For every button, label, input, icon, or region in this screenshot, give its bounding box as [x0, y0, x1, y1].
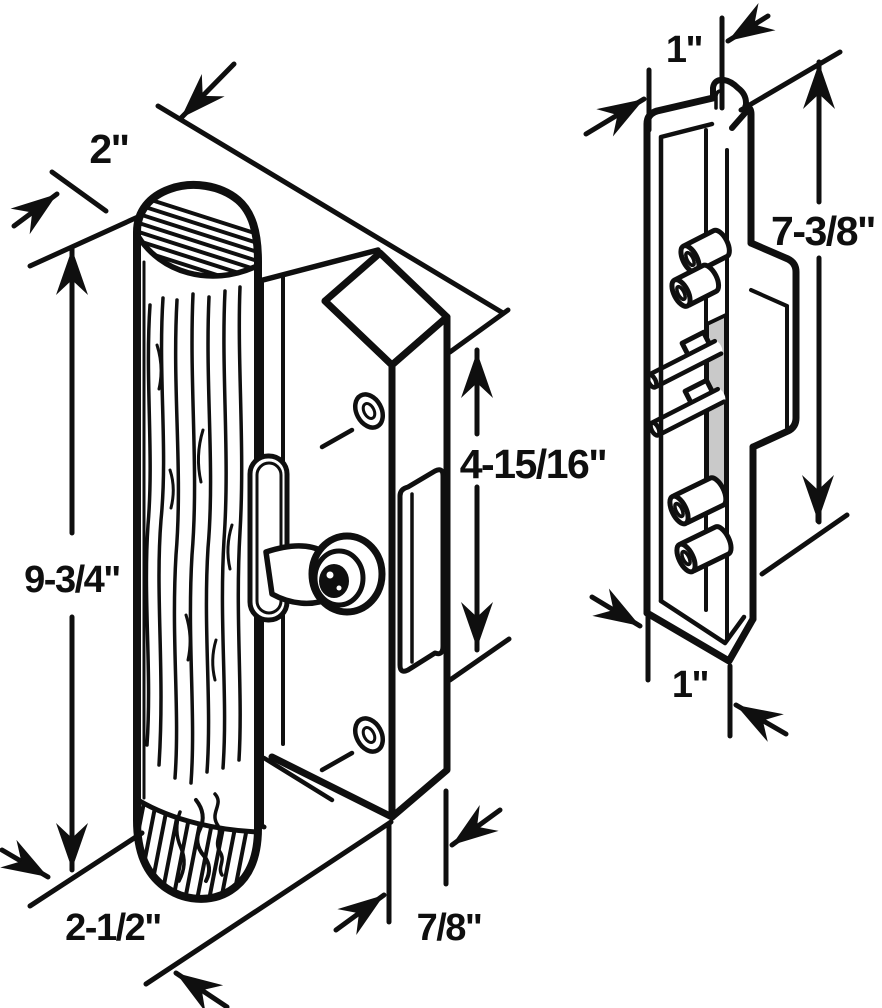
dim-latch-depth: 7/8" — [333, 788, 503, 949]
latch-block — [268, 249, 451, 821]
screw-top — [319, 392, 386, 450]
wood-handle — [133, 180, 262, 903]
dim-keeper-height: 7-3/8" — [738, 49, 876, 577]
screw-bottom — [319, 716, 386, 773]
handle-top-cap-hatch — [137, 188, 258, 277]
keeper-wing — [747, 239, 800, 451]
dim-label-latch-depth: 7/8" — [417, 907, 482, 949]
rivet-pin — [678, 227, 732, 275]
handle-bottom-squiggles — [175, 792, 224, 883]
wood-grain — [142, 260, 244, 800]
dim-label-handle-base-width: 2-1/2" — [65, 907, 161, 949]
dim-label-handle-depth: 2" — [89, 126, 128, 172]
dim-latch-span: 4-15/16" — [447, 307, 608, 683]
thumb-turn — [247, 453, 386, 623]
dim-handle-height: 9-3/4" — [24, 213, 143, 873]
dim-label-keeper-bottom-width: 1" — [672, 664, 708, 706]
adjust-rod — [648, 377, 727, 438]
dim-label-handle-height: 9-3/4" — [24, 559, 120, 601]
dim-handle-depth: 2" — [10, 61, 506, 316]
rivet-pin — [674, 524, 734, 575]
dim-handle-base-width: 2-1/2" — [0, 819, 394, 1008]
latch-recess — [397, 467, 446, 674]
dim-label-keeper-top-width: 1" — [666, 29, 702, 71]
dim-keeper-bottom-width: 1" — [589, 588, 789, 742]
dim-keeper-top-width: 1" — [583, 3, 776, 137]
keeper-pins — [645, 227, 734, 575]
dim-label-latch-span: 4-15/16" — [460, 441, 607, 487]
lever-knob-core — [319, 564, 349, 598]
rivet-pin — [667, 475, 729, 527]
rivet-pin — [669, 262, 722, 309]
handle-assembly-drawing — [133, 180, 451, 903]
keeper-drawing — [643, 76, 800, 665]
dimension-annotations: 2" 9-3/4" 2-1/2" 4-15/16" — [0, 3, 876, 1008]
dim-label-keeper-height: 7-3/8" — [771, 208, 875, 254]
